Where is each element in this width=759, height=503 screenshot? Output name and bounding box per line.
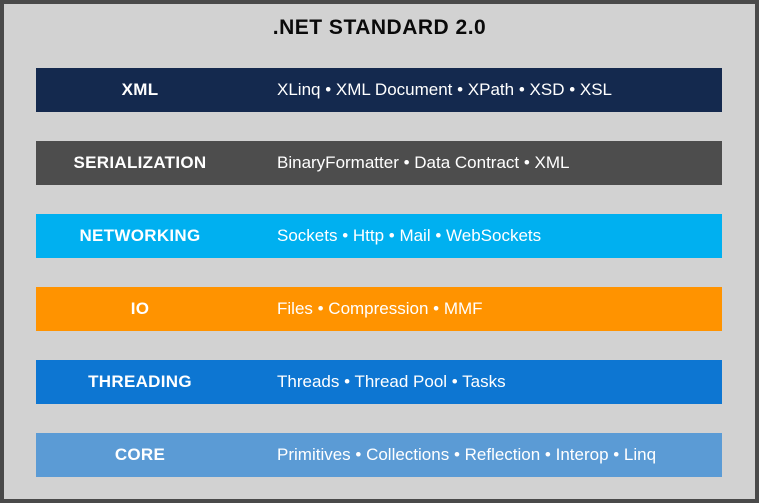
layer-row: IO Files • Compression • MMF (36, 287, 722, 331)
layer-label: NETWORKING (79, 226, 201, 245)
layer-label: XML (121, 80, 159, 99)
layer-label: THREADING (88, 372, 192, 391)
layer-items: Sockets • Http • Mail • WebSockets (277, 226, 542, 245)
layer-items: Primitives • Collections • Reflection • … (277, 445, 657, 464)
layer-items: BinaryFormatter • Data Contract • XML (277, 153, 570, 172)
layer-items: Files • Compression • MMF (277, 299, 483, 318)
layer-label: IO (130, 299, 150, 318)
layer-items: Threads • Thread Pool • Tasks (277, 372, 506, 391)
layer-row: SERIALIZATION BinaryFormatter • Data Con… (36, 141, 722, 185)
layer-row: XML XLinq • XML Document • XPath • XSD •… (36, 68, 722, 112)
layer-label: SERIALIZATION (73, 153, 207, 172)
layer-row: CORE Primitives • Collections • Reflecti… (36, 433, 722, 477)
layer-label: CORE (114, 445, 166, 464)
layer-row: NETWORKING Sockets • Http • Mail • WebSo… (36, 214, 722, 258)
layer-items: XLinq • XML Document • XPath • XSD • XSL (277, 80, 612, 99)
diagram-title: .NET STANDARD 2.0 (272, 16, 487, 39)
layer-row: THREADING Threads • Thread Pool • Tasks (36, 360, 722, 404)
